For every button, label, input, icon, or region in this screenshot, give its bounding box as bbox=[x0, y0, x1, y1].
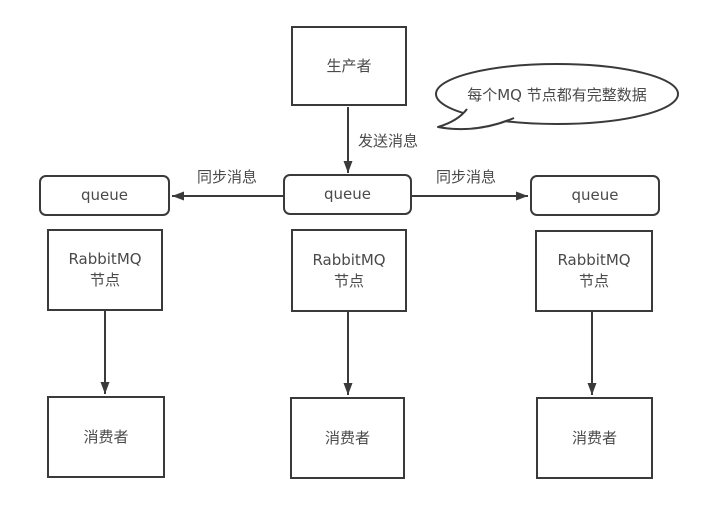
consumer-box-center: 消费者 bbox=[290, 397, 405, 479]
sync-message-label-right: 同步消息 bbox=[436, 168, 497, 186]
queue-box-right: queue bbox=[530, 175, 660, 216]
consumer-box-right: 消费者 bbox=[536, 397, 653, 479]
rabbitmq-node-box-left: RabbitMQ 节点 bbox=[47, 229, 163, 311]
sync-message-label-left: 同步消息 bbox=[197, 168, 258, 186]
producer-box: 生产者 bbox=[291, 26, 407, 106]
speech-bubble-shape bbox=[435, 63, 679, 131]
send-message-label: 发送消息 bbox=[358, 132, 419, 150]
speech-bubble-text: 每个MQ 节点都有完整数据 bbox=[467, 85, 647, 104]
queue-box-left: queue bbox=[39, 175, 170, 216]
rabbitmq-node-box-right: RabbitMQ 节点 bbox=[535, 230, 653, 312]
rabbitmq-node-box-center: RabbitMQ 节点 bbox=[291, 229, 407, 312]
consumer-box-left: 消费者 bbox=[47, 396, 165, 478]
queue-box-center: queue bbox=[283, 174, 412, 215]
